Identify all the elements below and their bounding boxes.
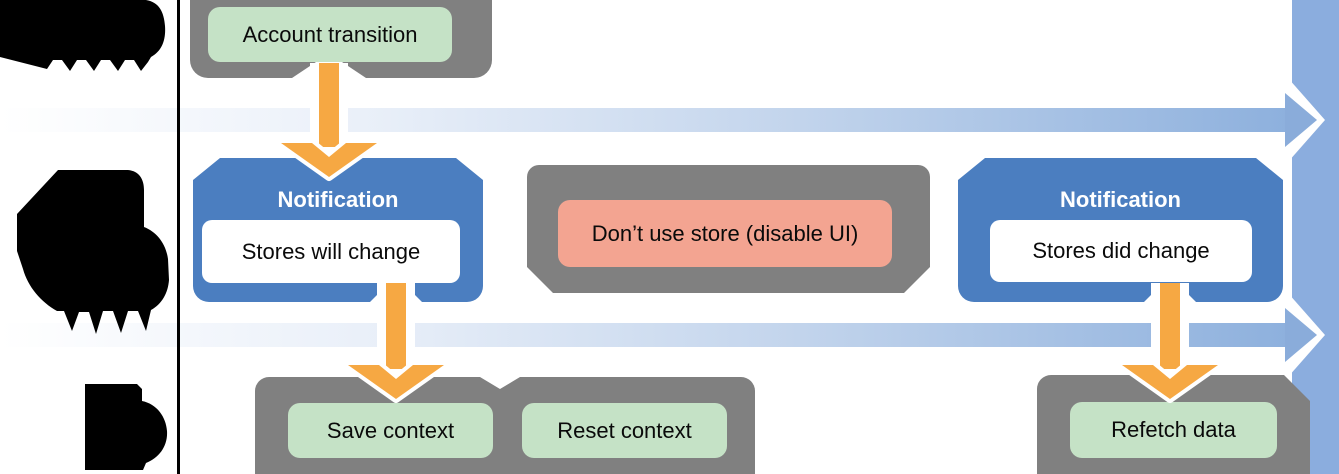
- stores-did-change-node: Stores did change: [990, 220, 1252, 282]
- dont-use-store-node: Don’t use store (disable UI): [558, 200, 892, 267]
- redacted-lane-label-2: [17, 170, 169, 334]
- refetch-data-node: Refetch data: [1070, 402, 1277, 458]
- down-arrow-1-shaft: [310, 63, 348, 147]
- account-transition-node: Account transition: [208, 7, 452, 62]
- swimlane-band-bottom: [0, 323, 1292, 347]
- down-arrow-2-shaft: [377, 283, 415, 369]
- notification-title-right: Notification: [1060, 187, 1181, 212]
- down-arrow-3-shaft: [1151, 283, 1189, 369]
- redacted-lane-label-1: [0, 0, 166, 71]
- lane-divider-line: [177, 0, 180, 474]
- reset-context-node: Reset context: [522, 403, 727, 458]
- stores-will-change-node: Stores will change: [202, 220, 460, 283]
- redacted-lane-label-3: [85, 384, 168, 470]
- save-context-node: Save context: [288, 403, 493, 458]
- notification-title-left: Notification: [277, 187, 399, 212]
- swimlane-band-top: [0, 108, 1292, 132]
